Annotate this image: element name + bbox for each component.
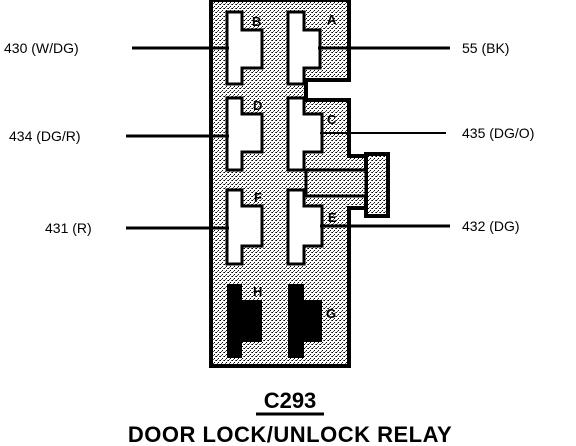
- pin-letter-e: E: [328, 210, 337, 225]
- connector-housing: [209, 0, 368, 368]
- locking-tab: [364, 152, 390, 218]
- wire-label-435: 435 (DG/O): [462, 125, 534, 141]
- terminal-e: [286, 188, 324, 266]
- connector-code: C293: [264, 388, 317, 413]
- wire-label-434: 434 (DG/R): [9, 128, 81, 144]
- pin-letter-g: G: [326, 306, 336, 321]
- terminal-d: [225, 96, 264, 172]
- terminal-f: [225, 188, 264, 266]
- pin-letter-d: D: [253, 98, 262, 113]
- wire-label-431: 431 (R): [45, 220, 92, 236]
- connector-name: DOOR LOCK/UNLOCK RELAY: [128, 422, 452, 446]
- pin-letter-a: A: [327, 12, 337, 27]
- terminal-c: [286, 96, 324, 172]
- cavity-g: [288, 284, 322, 358]
- terminal-a: [286, 10, 322, 86]
- pin-letter-h: H: [253, 284, 262, 299]
- terminal-b: [225, 10, 264, 86]
- tab-slot: [304, 168, 368, 198]
- pin-letter-b: B: [252, 14, 261, 29]
- pin-letter-c: C: [327, 112, 337, 127]
- pin-letter-f: F: [254, 190, 262, 205]
- cavity-h: [227, 284, 262, 358]
- wire-label-432: 432 (DG): [462, 218, 520, 234]
- wire-label-55: 55 (BK): [462, 40, 509, 56]
- wire-label-430: 430 (W/DG): [4, 40, 79, 56]
